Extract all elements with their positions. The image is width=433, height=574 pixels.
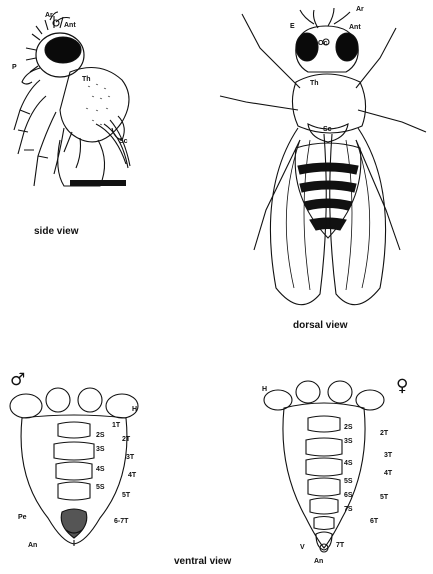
side-compound-eye xyxy=(45,37,81,63)
side-abdomen xyxy=(58,140,105,186)
side-antenna xyxy=(50,12,70,22)
label-female-v: V xyxy=(300,544,305,551)
side-wing-bar xyxy=(70,180,126,186)
dorsal-right-eye xyxy=(336,33,358,61)
label-side-ar: Ar xyxy=(45,12,53,19)
label-female-5s: 5S xyxy=(344,478,353,485)
label-female-6t: 6T xyxy=(370,518,378,525)
label-male-4s: 4S xyxy=(96,466,105,473)
label-dorsal-ar: Ar xyxy=(356,6,364,13)
label-male-pe: Pe xyxy=(18,514,27,521)
dorsal-view-drawing xyxy=(220,8,426,305)
label-male-4t: 4T xyxy=(128,472,136,479)
dorsal-antennae xyxy=(300,8,350,28)
label-female-5t: 5T xyxy=(380,494,388,501)
label-male-3t: 3T xyxy=(126,454,134,461)
caption-dorsal-view: dorsal view xyxy=(293,320,347,331)
side-proboscis xyxy=(22,68,40,84)
label-female-7s: 7S xyxy=(344,506,353,513)
label-male-5s: 5S xyxy=(96,484,105,491)
label-female-3t: 3T xyxy=(384,452,392,459)
male-genitalia xyxy=(61,509,87,538)
dorsal-left-eye xyxy=(296,33,318,61)
label-male-2t: 2T xyxy=(122,436,130,443)
dorsal-right-wing xyxy=(330,128,386,305)
label-female-h: H xyxy=(262,386,267,393)
label-dorsal-th: Th xyxy=(310,80,319,87)
caption-ventral-view: ventral view xyxy=(174,556,231,567)
label-male-1t: 1T xyxy=(112,422,120,429)
label-male-5t: 5T xyxy=(122,492,130,499)
female-ventral-drawing xyxy=(264,381,384,552)
label-dorsal-ant: Ant xyxy=(349,24,361,31)
label-side-th: Th xyxy=(82,76,91,83)
label-female-6s: 6S xyxy=(344,492,353,499)
label-male-67t: 6-7T xyxy=(114,518,128,525)
label-male-an: An xyxy=(28,542,37,549)
label-female-an: An xyxy=(314,558,323,565)
label-female-2s: 2S xyxy=(344,424,353,431)
label-dorsal-sc: Sc xyxy=(323,126,332,133)
label-female-4s: 4S xyxy=(344,460,353,467)
label-female-7t: 7T xyxy=(336,542,344,549)
side-thorax xyxy=(60,68,129,142)
side-view-drawing xyxy=(14,12,130,186)
male-symbol: ♂ xyxy=(10,372,25,389)
label-female-3s: 3S xyxy=(344,438,353,445)
label-side-ant: Ant xyxy=(64,22,76,29)
female-symbol: ♀ xyxy=(396,378,408,395)
label-dorsal-oc: Oc xyxy=(318,40,327,47)
label-female-2t: 2T xyxy=(380,430,388,437)
label-male-2s: 2S xyxy=(96,432,105,439)
dorsal-left-wing xyxy=(270,128,326,305)
label-side-p: P xyxy=(12,64,17,71)
caption-side-view: side view xyxy=(34,226,78,237)
dorsal-thorax xyxy=(292,74,365,133)
label-dorsal-e: E xyxy=(290,23,295,30)
label-side-sc: Sc xyxy=(119,138,128,145)
label-male-3s: 3S xyxy=(96,446,105,453)
label-male-h: H xyxy=(132,406,137,413)
label-female-4t: 4T xyxy=(384,470,392,477)
